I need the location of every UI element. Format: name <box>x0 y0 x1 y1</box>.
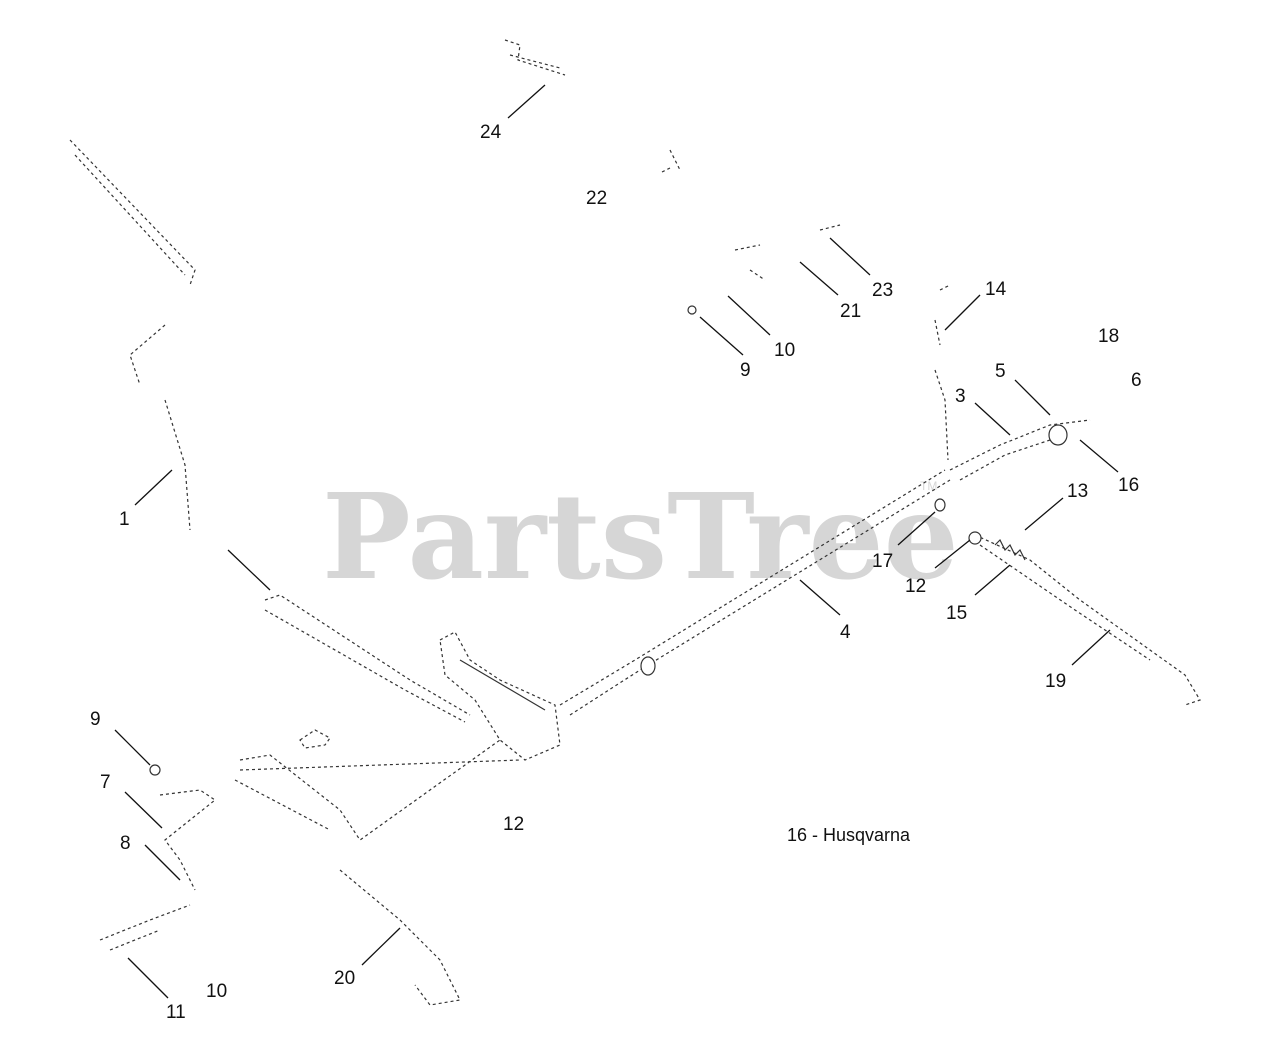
callout-1: 1 <box>119 509 130 530</box>
callout-10b: 10 <box>206 981 227 1002</box>
callout-22: 22 <box>586 188 607 209</box>
callout-12a: 12 <box>905 576 926 597</box>
leader-13 <box>1024 497 1064 531</box>
part-1-arm-drawing <box>129 324 191 531</box>
pivot-link-drawing <box>459 659 546 711</box>
callout-9a: 9 <box>740 360 751 381</box>
leader-7 <box>124 791 163 829</box>
leader-20 <box>361 927 401 966</box>
part-9-top-drawing <box>687 305 697 315</box>
callout-5: 5 <box>995 361 1006 382</box>
leader-23 <box>829 237 871 276</box>
callout-labels: 24 22 23 21 10 9 14 18 5 6 3 16 13 17 12… <box>90 122 1142 1023</box>
part-14-drawing <box>934 284 951 461</box>
callout-14: 14 <box>985 279 1007 300</box>
leader-14 <box>944 294 981 331</box>
leader-21 <box>799 261 839 296</box>
watermark-tm: TM <box>920 479 937 493</box>
callout-8: 8 <box>120 833 131 854</box>
part-9-left-drawing <box>149 764 161 776</box>
leader-9b <box>114 729 151 766</box>
leader-lines <box>114 84 1119 999</box>
part-4-rod-drawing <box>559 469 951 716</box>
leader-11 <box>127 957 169 999</box>
leader-4 <box>799 579 841 616</box>
part-20-drawing <box>339 869 461 1006</box>
leader-19 <box>1071 629 1111 666</box>
leader-1b <box>227 549 271 591</box>
diagram-caption: 16 - Husqvarna <box>787 825 911 845</box>
callout-23: 23 <box>872 280 893 301</box>
central-pivot-drawing <box>439 631 561 761</box>
leader-9a <box>699 316 744 356</box>
callout-21: 21 <box>840 301 861 322</box>
left-link-drawing <box>159 789 217 891</box>
callout-11: 11 <box>166 1002 186 1023</box>
part-21-23-drawing <box>734 224 841 281</box>
leader-24 <box>507 84 546 119</box>
callout-10a: 10 <box>774 340 795 361</box>
callout-15: 15 <box>946 603 967 624</box>
small-bracket-drawing <box>299 729 331 749</box>
part-22-drawing <box>661 149 681 173</box>
callout-7: 7 <box>100 772 111 793</box>
leader-16 <box>1079 439 1119 473</box>
leader-15 <box>974 564 1011 596</box>
callout-18: 18 <box>1098 326 1119 347</box>
part-24-drawing <box>504 39 566 76</box>
callout-6: 6 <box>1131 370 1142 391</box>
part-15-spring-drawing <box>994 538 1026 561</box>
rod-left-drawing <box>264 594 471 723</box>
callout-4: 4 <box>840 622 851 643</box>
part-1-lever-drawing <box>69 139 196 286</box>
callout-17: 17 <box>872 551 893 572</box>
part-5-drawing <box>1048 424 1068 446</box>
part-12-drawing <box>968 531 982 545</box>
leader-8 <box>144 844 181 881</box>
leader-5 <box>1014 379 1051 416</box>
leader-3 <box>974 402 1011 436</box>
callout-16: 16 <box>1118 475 1139 496</box>
callout-13: 13 <box>1067 481 1088 502</box>
callout-20: 20 <box>334 968 355 989</box>
leader-12a <box>934 539 971 569</box>
part-17-drawing <box>934 498 946 512</box>
callout-3: 3 <box>955 386 966 407</box>
part-4-end-drawing <box>640 656 656 676</box>
callout-12b: 12 <box>503 814 524 835</box>
part-19-drawing <box>974 534 1201 706</box>
callout-9b: 9 <box>90 709 101 730</box>
right-shaft-drawing <box>949 419 1091 481</box>
part-11-drawing <box>99 904 191 951</box>
callout-24: 24 <box>480 122 502 143</box>
leader-17 <box>897 511 936 546</box>
callout-19: 19 <box>1045 671 1066 692</box>
lower-shaft-drawing <box>234 739 521 841</box>
watermark-text: PartsTree <box>322 467 959 606</box>
part-drawings <box>69 39 1201 1006</box>
leader-10a <box>727 295 771 336</box>
leader-1 <box>134 469 173 506</box>
